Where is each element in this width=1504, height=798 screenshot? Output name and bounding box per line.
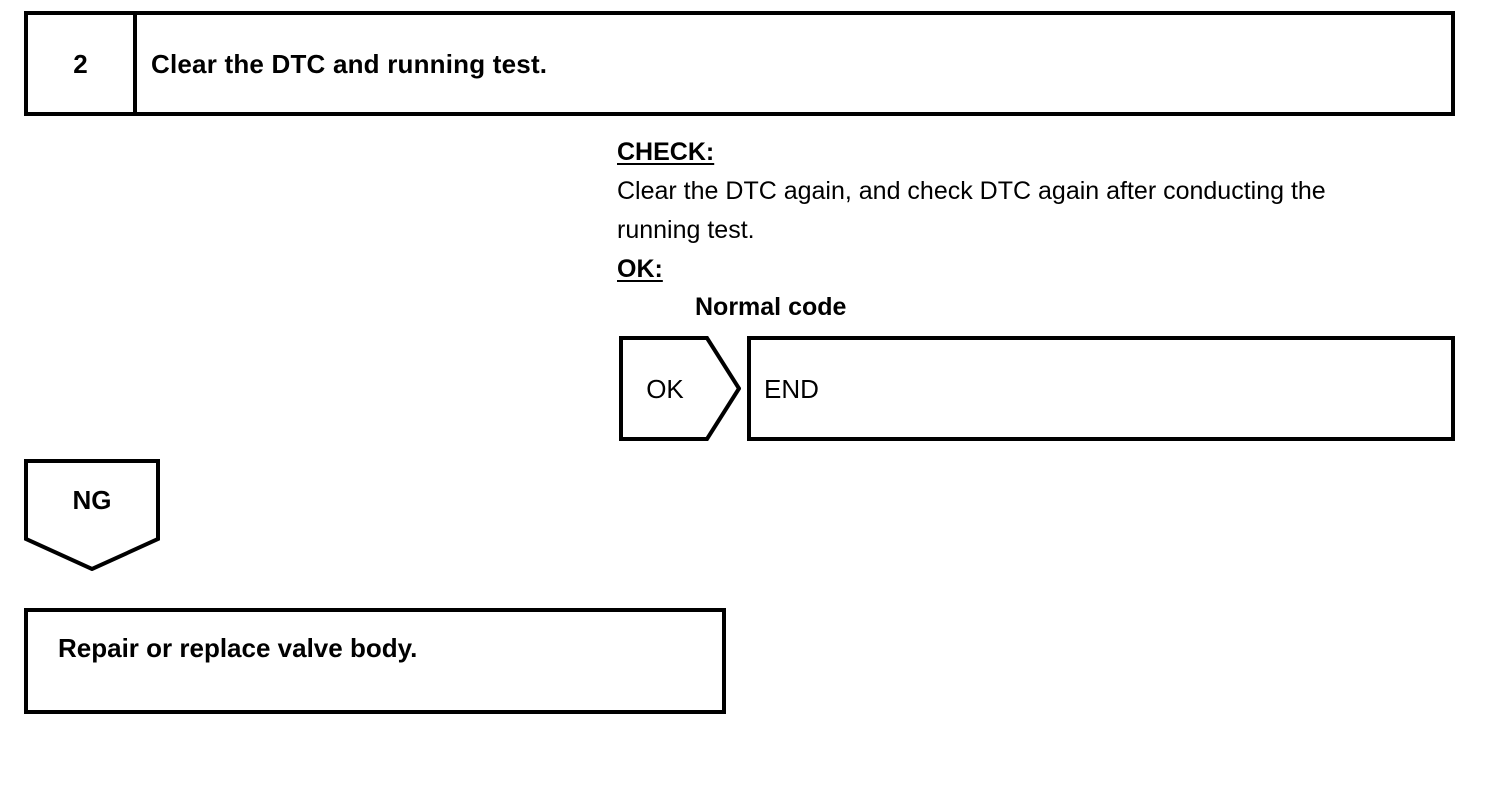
normal-code-caption: Normal code	[695, 293, 847, 321]
step-header-box: 2 Clear the DTC and running test.	[24, 11, 1455, 116]
ng-branch-arrow: NG	[24, 459, 160, 571]
ok-arrow-label: OK	[646, 373, 684, 404]
check-label: CHECK:	[617, 138, 715, 166]
step-number-cell: 2	[28, 15, 137, 112]
ok-criteria-label: OK:	[617, 255, 663, 283]
end-label: END	[764, 373, 819, 404]
check-instruction-block: CHECK: Clear the DTC again, and check DT…	[617, 133, 1477, 289]
ok-branch-arrow: OK	[619, 336, 741, 441]
step-number: 2	[73, 48, 88, 79]
check-body-line-2: running test.	[617, 216, 755, 244]
check-body-line-1: Clear the DTC again, and check DTC again…	[617, 177, 1326, 205]
repair-action-box: Repair or replace valve body.	[24, 608, 726, 714]
ng-arrow-label: NG	[72, 485, 112, 515]
step-title: Clear the DTC and running test.	[151, 48, 548, 79]
ok-arrow-shape	[619, 336, 741, 441]
repair-action-label: Repair or replace valve body.	[58, 633, 418, 663]
end-result-box: END	[747, 336, 1455, 441]
step-title-cell: Clear the DTC and running test.	[137, 15, 1451, 112]
ng-arrow-shape	[24, 459, 160, 571]
